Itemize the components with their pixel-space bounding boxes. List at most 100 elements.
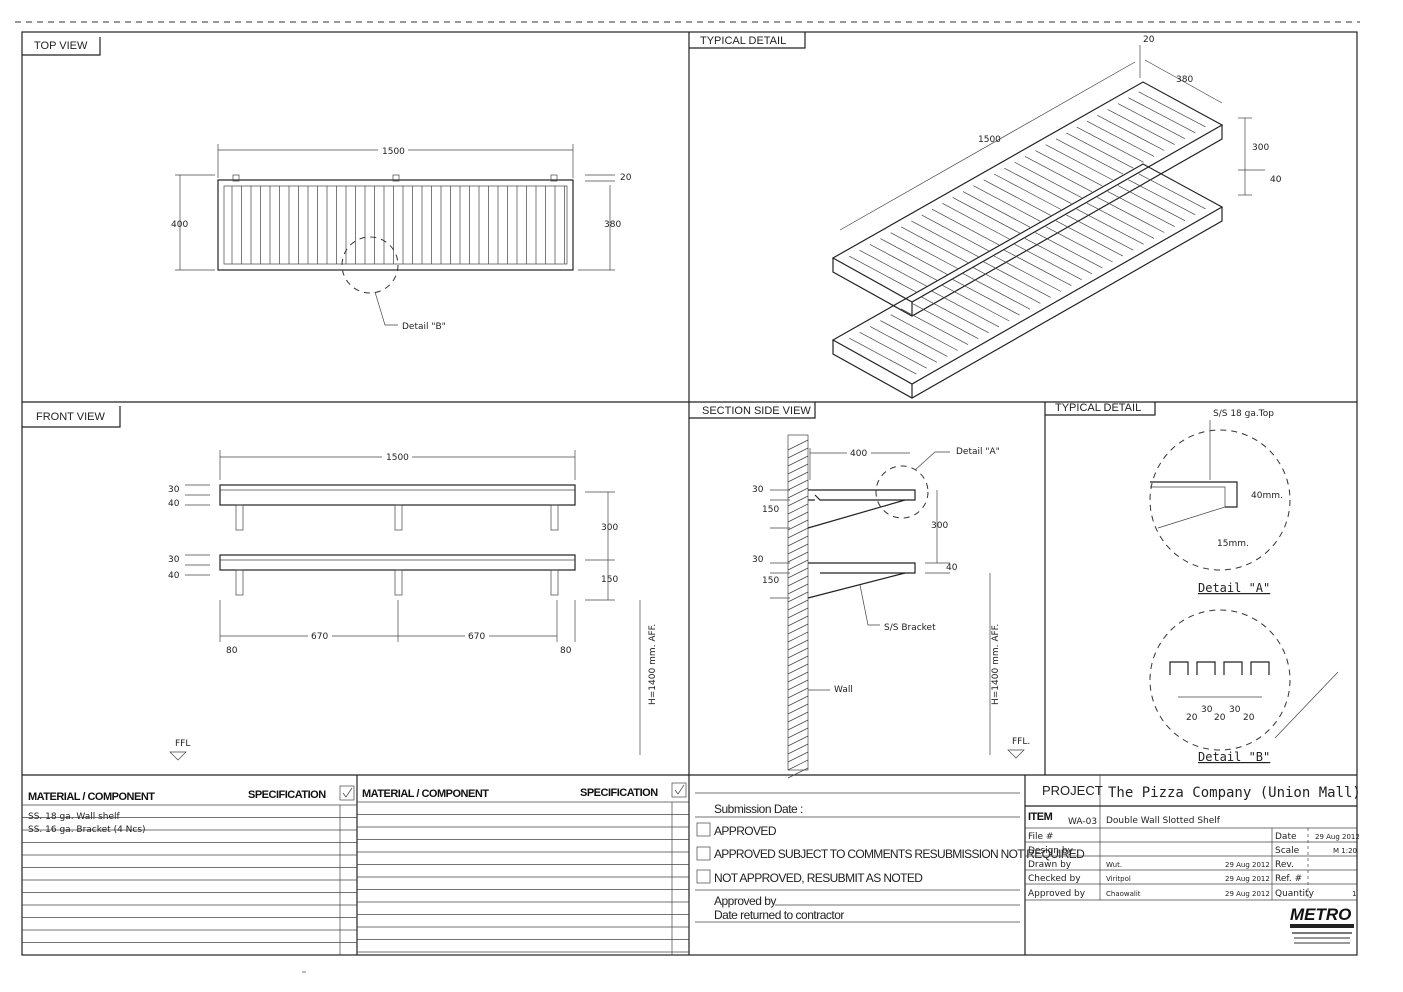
slat-line [1107,109,1175,145]
svg-text:Viritpol: Viritpol [1106,875,1131,883]
slat-line [1045,144,1113,181]
wall-hatch-line [787,695,809,707]
item-description: Double Wall Slotted Shelf [1106,816,1221,826]
slat-line [962,273,1031,310]
svg-text:METRO: METRO [1290,905,1351,924]
wall-hatch-line [787,607,809,619]
svg-text:APPROVED SUBJECT TO COMMENTS R: APPROVED SUBJECT TO COMMENTS RESUBMISSIO… [714,847,1085,861]
svg-text:Approved by: Approved by [1028,889,1086,899]
material-row: SS. 18 ga. Wall shelf [28,812,121,822]
svg-text:20: 20 [1214,713,1226,723]
check-box-icon [339,785,355,801]
approved-option[interactable]: APPROVED [696,822,777,838]
wall-hatch-line [787,703,809,715]
slat-line [942,203,1010,240]
wall-hatch-line [787,727,809,739]
approved-with-comments-option[interactable]: APPROVED SUBJECT TO COMMENTS RESUBMISSIO… [696,846,1086,861]
svg-text:380: 380 [1176,75,1193,85]
approval-block: Submission Date : APPROVED APPROVED SUBJ… [695,792,1086,923]
wall-hatch-line [787,511,809,523]
svg-text:150: 150 [601,575,618,585]
slat-line [869,326,938,363]
wall-hatch-line [787,647,809,659]
checkbox[interactable] [696,846,711,861]
slat-line [1076,208,1144,245]
slat-line [1055,220,1124,257]
wall-hatch-line [787,471,809,483]
checkbox[interactable] [696,822,711,837]
front-view-label: FRONT VIEW [22,406,121,428]
top-view-label: TOP VIEW [22,37,101,56]
svg-text:MATERIAL / COMPONENT: MATERIAL / COMPONENT [28,791,155,803]
slat-line [931,290,1000,328]
svg-text:FRONT VIEW: FRONT VIEW [36,411,105,423]
wall-hatch-line [787,455,809,467]
svg-text:Approved by: Approved by [714,894,776,908]
slat-line [911,302,979,340]
iso-shelf-outline [831,163,1224,399]
slat-line [859,249,927,287]
wall-hatch-line [787,527,809,539]
svg-text:M 1:20: M 1:20 [1333,847,1357,855]
slat-line [1045,226,1113,263]
svg-text:1: 1 [1352,890,1356,898]
wall-hatch-line [787,583,809,595]
slat-line [1004,249,1072,286]
wall-hatch-line [787,543,809,555]
wall-hatch-line [787,599,809,611]
svg-text:Design by: Design by [1028,846,1074,856]
svg-text:SECTION SIDE VIEW: SECTION SIDE VIEW [702,405,811,417]
svg-text:29 Aug 2012: 29 Aug 2012 [1225,875,1270,883]
slat-line [1097,197,1165,233]
project-name: The Pizza Company (Union Mall) [1108,785,1361,801]
slat-line [1066,214,1134,251]
svg-text:Ref. #: Ref. # [1275,874,1302,884]
iso-shelf-outline [831,81,1224,317]
section-view-drawing: 400 Detail "A" 30 150 30 150 300 40 S/S … [752,434,1030,779]
check-box-icon [671,782,687,798]
wall-hatch-line [787,551,809,563]
svg-text:Scale: Scale [1275,846,1300,856]
slat-line [1035,150,1103,187]
checkbox[interactable] [696,869,711,884]
slat-line [1024,238,1093,275]
material-row: SS. 16 ga. Bracket (4 Ncs) [28,825,146,835]
wall-hatch-line [787,759,809,771]
slat-line [1117,103,1186,140]
svg-text:FFL.: FFL. [1012,737,1030,747]
svg-text:20: 20 [1143,35,1155,45]
svg-text:NOT APPROVED, RESUBMIT AS NOTE: NOT APPROVED, RESUBMIT AS NOTED [714,871,923,885]
section-view-label: SECTION SIDE VIEW [689,402,816,419]
svg-text:300: 300 [1252,143,1269,153]
slat-line [1128,179,1196,216]
svg-text:30: 30 [168,485,180,495]
wall-hatch-line [787,487,809,499]
slat-line [1138,173,1206,210]
wall-hatch-line [787,655,809,667]
slat-line [1055,138,1124,175]
wall-hatch-line [787,623,809,635]
slat-line [1086,120,1155,157]
svg-text:APPROVED: APPROVED [714,824,777,838]
svg-text:Drawn by: Drawn by [1028,860,1072,870]
wall-hatch-line [787,719,809,731]
slat-line [952,279,1020,316]
slat-line [880,320,948,357]
wall-hatch-line [787,439,809,451]
svg-text:40: 40 [946,563,958,573]
not-approved-option[interactable]: NOT APPROVED, RESUBMIT AS NOTED [696,869,924,885]
svg-text:File #: File # [1028,832,1053,842]
svg-text:40: 40 [168,571,180,581]
wall-hatch-line [787,559,809,571]
svg-text:TYPICAL DETAIL: TYPICAL DETAIL [1055,402,1141,414]
wall-hatch-line [787,567,809,579]
slat-line [1014,243,1082,281]
slat-line [962,191,1031,228]
svg-text:TOP VIEW: TOP VIEW [34,40,88,52]
slat-line [859,331,927,369]
slat-line [983,179,1051,216]
slat-line [869,244,938,281]
wall-hatch-line [787,639,809,651]
svg-text:40mm.: 40mm. [1251,491,1283,501]
